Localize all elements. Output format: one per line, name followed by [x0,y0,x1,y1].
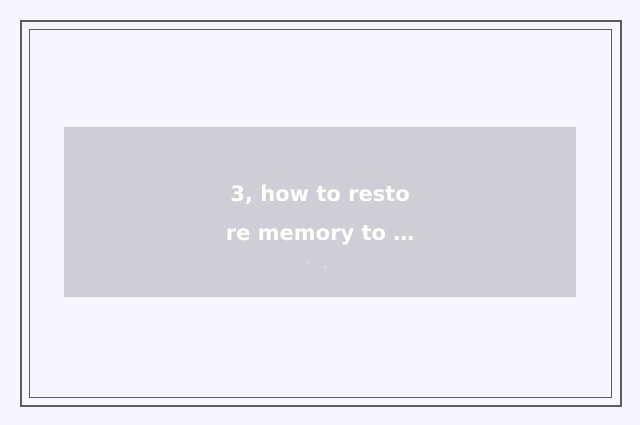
article-card[interactable]: 3, how to resto re memory to … ' , [64,127,576,297]
outer-frame [20,20,622,407]
card-title-line-1: 3, how to resto [230,182,410,206]
inner-frame [29,29,612,398]
card-title-line-2: re memory to … [225,221,415,245]
card-title: 3, how to resto re memory to … [64,175,576,253]
card-title-clipped-line: ' , [307,260,333,269]
